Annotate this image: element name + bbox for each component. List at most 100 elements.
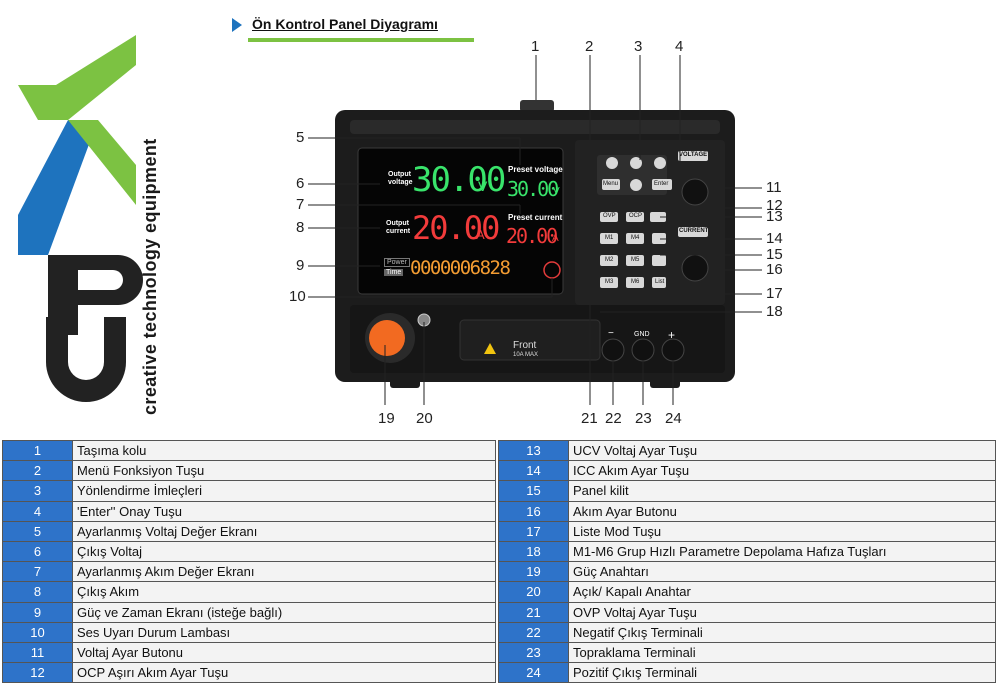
title-underline (248, 38, 474, 42)
callout-21: 21 (581, 410, 598, 427)
gnd-terminal (631, 338, 655, 362)
down-arrow-button (630, 179, 642, 191)
power-label: Power (384, 258, 410, 267)
m1-button[interactable]: M1 (605, 235, 614, 241)
callout-14: 14 (766, 230, 783, 247)
callout-3: 3 (634, 38, 643, 55)
output-voltage-unit: V (478, 178, 488, 194)
time-label: Time (384, 269, 404, 276)
terminal-plus-label: + (668, 328, 676, 342)
row-description: M1-M6 Grup Hızlı Parametre Depolama Hafı… (568, 540, 996, 563)
power-switch (369, 320, 405, 356)
row-description: Liste Mod Tuşu (568, 520, 996, 542)
preset-voltage-label: Preset voltage (508, 165, 563, 174)
row-number: 12 (2, 662, 73, 684)
display-panel (357, 147, 564, 295)
row-description: Ses Uyarı Durum Lambası (72, 621, 496, 643)
row-description: Akım Ayar Butonu (568, 500, 996, 522)
title-arrow-icon (232, 18, 242, 32)
m4-button[interactable]: M4 (631, 235, 640, 241)
menu-button[interactable]: Menu (603, 181, 619, 187)
m2-button[interactable]: M2 (605, 257, 614, 263)
row-number: 6 (2, 540, 73, 563)
row-number: 16 (498, 500, 569, 522)
row-number: 15 (498, 480, 569, 502)
row-number: 7 (2, 561, 73, 583)
callout-19: 19 (378, 410, 395, 427)
callout-10: 10 (289, 288, 306, 305)
current-knob (681, 254, 709, 282)
row-description: Çıkış Akım (72, 581, 496, 603)
row-number: 4 (2, 500, 73, 522)
callout-8: 8 (296, 219, 305, 236)
preset-voltage-value: 30.00 (507, 177, 559, 201)
terminal-gnd-label: GND (634, 331, 650, 338)
row-number: 24 (498, 662, 569, 684)
table-row: 4'Enter'' Onay Tuşu (2, 500, 496, 522)
menu-button-shape (602, 179, 620, 190)
callout-17: 17 (766, 285, 783, 302)
left-arrow-button (606, 157, 618, 169)
row-description: Topraklama Terminali (568, 641, 996, 664)
row-number: 19 (498, 561, 569, 583)
callout-2: 2 (585, 38, 594, 55)
enter-button[interactable]: Enter (654, 181, 669, 187)
row-description: Güç Anahtarı (568, 561, 996, 583)
row-description: Açık/ Kapalı Anahtar (568, 581, 996, 603)
callout-20: 20 (416, 410, 433, 427)
output-current-label: Output current (386, 220, 411, 235)
ovp-button[interactable]: OVP (603, 213, 616, 219)
callout-7: 7 (296, 196, 305, 213)
voltage-button[interactable]: VOLTAGE (679, 152, 708, 158)
row-description: OVP Voltaj Ayar Tuşu (568, 601, 996, 623)
callout-15: 15 (766, 246, 783, 263)
row-number: 23 (498, 641, 569, 664)
callout-11: 11 (766, 179, 782, 196)
upx-logo (18, 35, 143, 402)
m6-button[interactable]: M6 (631, 279, 640, 285)
row-number: 17 (498, 520, 569, 542)
row-description: Ayarlanmış Voltaj Değer Ekranı (72, 520, 496, 542)
current-button[interactable]: CURRENT (679, 228, 709, 234)
row-number: 21 (498, 601, 569, 623)
callout-18: 18 (766, 303, 783, 320)
row-number: 14 (498, 460, 569, 482)
row-number: 13 (498, 439, 569, 462)
m5-button[interactable]: M5 (631, 257, 640, 263)
row-description: Çıkış Voltaj (72, 540, 496, 563)
preset-current-label: Preset current (508, 213, 563, 222)
row-number: 9 (2, 601, 73, 623)
row-number: 22 (498, 621, 569, 643)
callout-6: 6 (296, 175, 305, 192)
callout-23: 23 (635, 410, 652, 427)
row-number: 5 (2, 520, 73, 542)
callout-13: 13 (766, 208, 783, 225)
output-voltage-value: 30.00 (412, 160, 506, 200)
counter-value: 0000006828 (410, 257, 511, 279)
list-button[interactable]: List (655, 279, 665, 285)
row-number: 3 (2, 480, 73, 502)
up-arrow-button (630, 157, 642, 169)
row-number: 11 (2, 641, 73, 664)
callout-24: 24 (665, 410, 682, 427)
voltage-knob (681, 178, 709, 206)
m3-button[interactable]: M3 (605, 279, 614, 285)
output-current-unit: A (476, 227, 485, 242)
ocp-button[interactable]: OCP (629, 213, 643, 219)
enter-button-shape (652, 179, 672, 190)
row-description: ICC Akım Ayar Tuşu (568, 460, 996, 482)
